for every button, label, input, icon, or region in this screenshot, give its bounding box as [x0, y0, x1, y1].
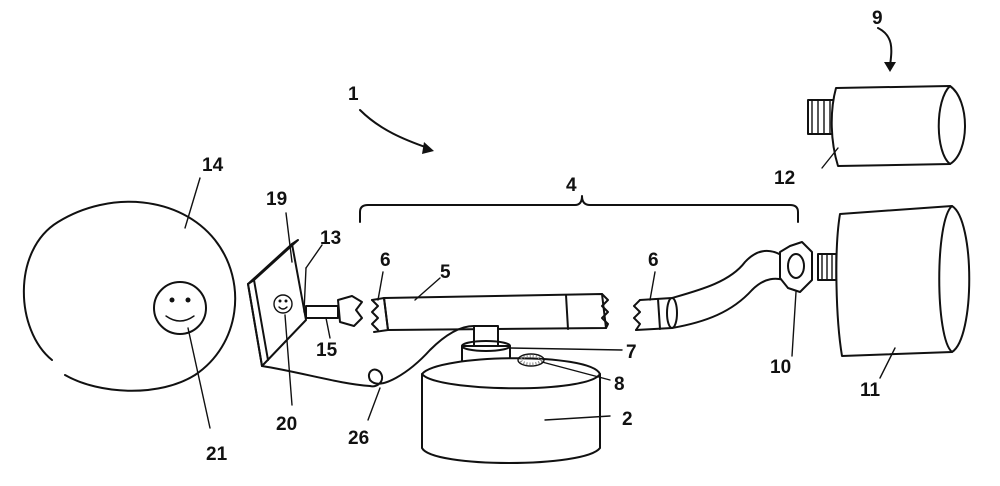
leader-21	[187, 327, 211, 429]
label-6b: 6	[648, 250, 659, 271]
base-2	[421, 353, 611, 464]
leader-15	[325, 317, 331, 339]
lens-13	[303, 244, 363, 339]
leader-7	[509, 347, 623, 351]
cylinder-12	[807, 27, 966, 169]
label-10: 10	[770, 357, 791, 378]
label-20: 20	[276, 414, 297, 435]
label-2: 2	[622, 409, 633, 430]
leader-26	[367, 387, 381, 421]
leader-10	[791, 291, 797, 357]
label-21: 21	[206, 444, 228, 465]
label-13: 13	[320, 228, 341, 249]
arm-5	[371, 271, 609, 333]
brace-4	[359, 195, 799, 223]
label-11: 11	[860, 380, 881, 401]
leader-6a	[377, 271, 384, 301]
leader-2	[544, 415, 611, 421]
sensor-8	[517, 353, 545, 367]
leader-20	[284, 314, 293, 406]
label-5: 5	[440, 262, 451, 283]
nut-10	[779, 241, 813, 357]
label-14: 14	[202, 155, 224, 176]
leader-13	[305, 244, 323, 269]
label-4: 4	[566, 175, 577, 196]
cylinder-11	[817, 205, 971, 379]
arrow-1	[359, 109, 434, 154]
label-15: 15	[316, 340, 338, 361]
label-6a: 6	[380, 250, 391, 271]
cable-6	[633, 250, 791, 331]
leader-14	[184, 177, 201, 229]
label-26: 26	[348, 428, 369, 449]
leader-5	[414, 277, 441, 301]
cable-26	[261, 325, 475, 421]
label-12: 12	[774, 168, 795, 189]
label-19: 19	[266, 189, 287, 210]
sphere-14	[22, 177, 237, 429]
arrow-9	[877, 27, 893, 67]
face-21	[153, 281, 207, 335]
leader-8	[541, 361, 611, 381]
leader-6b	[649, 271, 656, 301]
face-20	[273, 294, 293, 314]
plate-19	[247, 212, 307, 406]
leader-19	[285, 212, 293, 263]
label-8: 8	[614, 374, 625, 395]
label-7: 7	[626, 342, 637, 363]
leader-12	[821, 147, 839, 169]
label-1: 1	[348, 84, 359, 105]
leader-11	[879, 347, 896, 379]
label-9: 9	[872, 8, 883, 29]
